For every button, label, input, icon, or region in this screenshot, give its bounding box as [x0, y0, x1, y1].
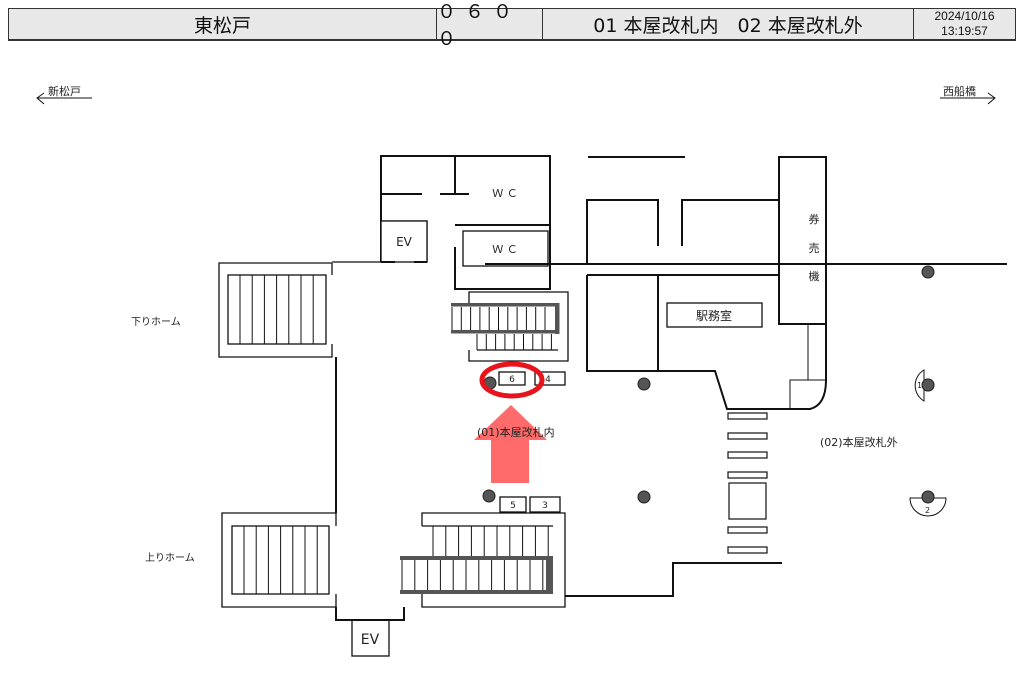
wc-room-2: [462, 230, 549, 267]
elevator-upper-label: EV: [396, 235, 413, 249]
crossing-bar: [727, 526, 768, 534]
gate-5[interactable]: [499, 496, 527, 513]
gate-5-label: 5: [510, 501, 516, 511]
pillar: [921, 265, 935, 279]
crossing-bar: [727, 451, 768, 459]
walls: [332, 155, 1007, 621]
station-office-label: 駅務室: [696, 308, 732, 323]
office-corner: [789, 324, 826, 409]
elevator-lower-label: EV: [361, 632, 380, 648]
gate-outside-label: (02)本屋改札外: [820, 435, 898, 449]
elevator-upper: [380, 220, 428, 263]
gate-6[interactable]: [498, 371, 526, 386]
ticket-machine-label-1: 券: [809, 212, 820, 226]
stairs-up-platform: [221, 512, 337, 608]
header-bar: 東松戸 ０６００ 01 本屋改札内 02 本屋改札外 2024/10/16 13…: [8, 1, 1016, 50]
crossing-bar: [727, 432, 768, 440]
pillar: [637, 377, 651, 391]
crossing-bar: [727, 471, 768, 479]
escalator-upper: [451, 291, 569, 362]
pillar-1-marker: [914, 369, 925, 402]
pillar-2-label: 2: [925, 506, 930, 515]
pillar-1-label: 1: [917, 381, 922, 390]
escalator-lower: [400, 512, 566, 608]
date: 2024/10/16: [934, 9, 995, 23]
gate-3[interactable]: [529, 496, 561, 513]
crossing: [727, 412, 768, 554]
direction-right-label: 西船橋: [943, 84, 976, 98]
gate-3-label: 3: [542, 501, 548, 511]
gate-4[interactable]: [534, 371, 566, 386]
ticket-machine-label-2: 売: [809, 242, 820, 255]
gate-names: 01 本屋改札内 02 本屋改札外: [543, 9, 914, 39]
gate-inside-label: (01)本屋改札内: [477, 425, 555, 439]
crossing-bar: [727, 546, 768, 554]
direction-left: 新松戸: [36, 84, 92, 105]
ticket-machine-label-3: 機: [809, 269, 820, 283]
pillar-2-marker: [909, 497, 947, 517]
highlight-circle: [479, 361, 545, 399]
station-name: 東松戸: [9, 9, 437, 39]
time: 13:19:57: [941, 24, 988, 38]
up-platform-label: 上りホーム: [145, 552, 195, 564]
timestamp: 2024/10/16 13:19:57: [914, 9, 1015, 39]
elevator-lower: [351, 619, 390, 657]
gate-6-label: 6: [509, 375, 515, 385]
pillar: [637, 490, 651, 504]
wc-label-2: Ｗ Ｃ: [492, 243, 518, 256]
up-arrow-icon: [474, 405, 547, 483]
wc-label-1: Ｗ Ｃ: [492, 187, 518, 200]
pillar: [482, 489, 496, 503]
gate-4-label: 4: [545, 375, 551, 385]
down-platform-label: 下りホーム: [131, 316, 181, 328]
stairs-down-platform: [218, 262, 333, 358]
crossing-bar: [727, 412, 768, 420]
direction-right: 西船橋: [940, 84, 996, 105]
station-office-box: [666, 302, 763, 328]
direction-left-label: 新松戸: [48, 84, 81, 98]
